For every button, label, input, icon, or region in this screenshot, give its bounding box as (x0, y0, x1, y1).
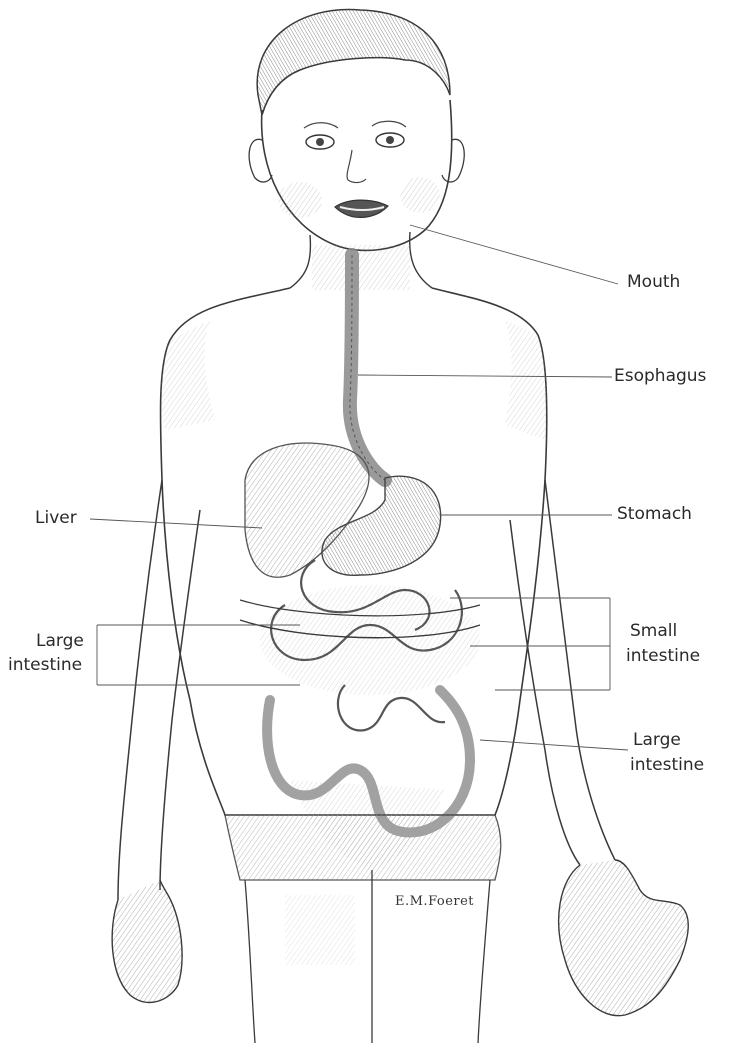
small-intestine-label-line1: Small (630, 621, 677, 642)
mouth-label: Mouth (627, 272, 680, 293)
mouth-leader (410, 225, 618, 284)
left-hand (112, 880, 182, 1002)
right-ear (442, 139, 464, 182)
hair (257, 10, 450, 115)
liver-leader (90, 519, 262, 528)
esophagus-label: Esophagus (614, 366, 706, 387)
artist-signature: E.M.Foeret (395, 894, 474, 909)
nose (347, 150, 366, 183)
head-outline (262, 100, 452, 250)
right-hand (559, 860, 689, 1016)
large-intestine-left-label-line2: intestine (8, 655, 82, 676)
liver-label: Liver (35, 508, 77, 529)
left-ear (249, 139, 272, 182)
stomach-label: Stomach (617, 504, 692, 525)
large-intestine-right-label-line1: Large (633, 730, 681, 751)
esophagus-leader (358, 375, 612, 377)
large-intestine-left-label-line1: Large (36, 631, 84, 652)
right-arm (510, 480, 615, 865)
large-intestine-right-label-line2: intestine (630, 755, 704, 776)
small-intestine-label-line2: intestine (626, 646, 700, 667)
